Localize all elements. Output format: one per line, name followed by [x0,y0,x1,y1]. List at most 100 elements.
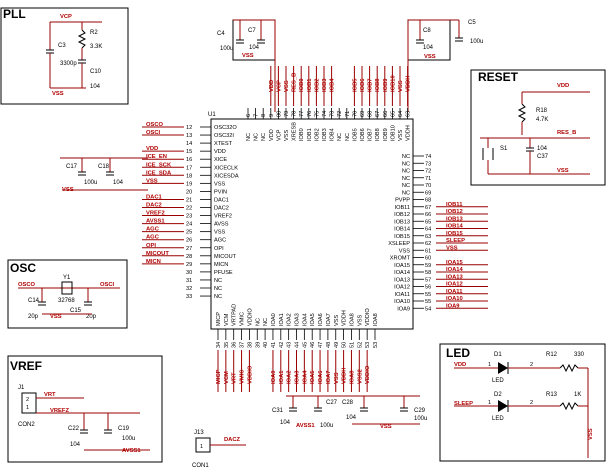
u1-top-pins: 6NC7NC8NC9VDDVDD80VCPVCP79VSSVSS78XRESBR… [246,66,412,141]
u1-left-net-label: ICE_SCK [146,162,172,168]
u1-bottom-pin-name: IOA8 [349,313,355,326]
u1-left-pin-number: 21 [186,197,192,203]
u1-left-pin-name: XICE [214,157,227,163]
u1-top-pin-name: XRESB [292,122,298,141]
u1-top-pin-number: 69 [360,111,366,117]
u1-bottom-pin-name: NC [263,318,269,326]
u1-top-pin-name: VDDH [406,125,412,141]
c8-value: 104 [423,45,434,51]
u1-left-net-label: DAC1 [146,194,163,200]
j1-pin-1: 1 [26,405,29,411]
c18-value: 104 [113,180,124,186]
u1-top-net-label: IOB0 [299,78,305,92]
u1-left-net-label: OSCI [146,130,161,136]
u1-left-pin-number: 26 [186,238,192,244]
u1-top-net-label: IOB10 [390,75,396,92]
u1-bottom-pin-number: 53 [365,342,371,348]
u1-bottom-net-label: VSS2 [357,369,363,384]
j13-ref: J13 [194,430,204,436]
u1-top-pin-name: IOB7 [368,128,374,141]
u1-bottom-pin-number: 38 [247,342,253,348]
u1-left-pin-number: 28 [186,254,192,260]
r13-value: 1K [574,392,581,398]
u1-left-net-label: DAC2 [146,203,162,209]
u1-right-pin-name: IOA14 [394,270,410,276]
u1-left-pin-number: 12 [186,125,192,131]
u1-right-pin-name: NC [402,169,410,175]
u1-left-net-label: MICN [146,259,161,265]
u1-left-pin-name: NC [214,278,222,284]
pll-frame [0,7,129,105]
u1-right-net-label: IOB11 [446,202,463,208]
u1-left-net-label: AVSS1 [146,219,165,225]
led-title: LED [446,346,470,360]
u1-top-pin-name: IOB5 [352,128,358,141]
u1-left-pin-name: VSS [214,181,225,187]
u1-left-pin-name: MICN [214,262,228,268]
u1-top-pin-name: VSS [398,130,404,141]
vref-avss1-net: AVSS1 [122,448,141,454]
u1-bottom-pin-number: 42 [279,342,285,348]
u1-right-pin-name: IOB12 [394,212,410,218]
u1-bottom-pin-name: IOA4 [302,313,308,326]
u1-left-net-label: VREF2 [146,211,165,217]
u1-right-pin-name: IOA11 [395,292,410,298]
bottom-vss-net: VSS [380,424,392,430]
led-frame [439,343,606,462]
leftcaps-vss-net: VSS [62,187,74,193]
c4-ref: C4 [217,31,225,37]
u1-right-pin-number: 70 [425,183,431,189]
u1-bottom-pin-name: NC [255,318,261,326]
u1-right-pin-number: 64 [425,227,431,233]
pll-c3-value: 3300p [60,61,77,67]
u1-right-net-label: IOA13 [446,274,464,280]
u1-right-pin-number: 69 [425,190,431,196]
u1-top-pin-name: VCP [276,129,282,141]
u1-bottom-net-label: IOA3 [295,370,301,384]
u1-top-net-label: IOB1 [307,78,313,92]
u1-right-pin-number: 55 [425,292,431,298]
d1-pin-2: 2 [530,362,533,368]
u1-top-pin-number: 70 [352,111,358,117]
u1-bottom-net-label: VDDH [342,368,348,384]
u1-top-pin-number: 63 [406,111,412,117]
u1-right-pin-number: 63 [425,234,431,240]
u1-top-pin-number: 66 [383,111,389,117]
u1-left-pin-name: NC [214,286,222,292]
led-circuit: VDD D1 LED 1 2 R12 330 SLEEP D2 LED 1 2 … [454,352,594,458]
u1-right-pin-name: IOA12 [394,285,410,291]
reset-vss-net: VSS [557,168,569,174]
j1-ref: J1 [18,385,25,391]
c7-ref: C7 [248,28,256,34]
u1-right-net-label: SLEEP [446,238,465,244]
u1-right-net-label: VSS [446,245,458,251]
c14-ref: C14 [28,298,40,304]
d1-ref: D1 [494,352,502,358]
u1-bottom-pin-number: 50 [342,342,348,348]
u1-top-net-label: IOB8 [375,78,381,92]
r13-ref: R13 [546,392,558,398]
u1-right-pin-name: IOA13 [394,277,410,283]
vref-vref2-net: VREFZ [50,408,69,414]
top-caps: C4 100u C7 104 VSS C8 104 C5 100u VSS [217,19,483,112]
u1-left-pin-number: 24 [186,222,192,228]
u1-top-pin-number: 74 [322,111,328,117]
c19-ref: C19 [118,426,130,432]
u1-top-net-label: VDD [269,80,275,92]
u1-bottom-pin-name: VMIC [240,312,246,326]
c37-ref: C37 [537,154,549,160]
u1-bottom-net-label: VMIC [240,369,246,384]
u1-right-pin-name: IOA15 [394,263,410,269]
led-vss-net: VSS [588,428,594,440]
pll-r2-value: 3.3K [90,44,102,50]
c5-ref: C5 [468,20,476,26]
u1-top-net-label: IOB9 [383,78,389,92]
u1-left-pin-name: OPI [214,246,224,252]
pll-title: PLL [3,7,26,21]
d2-ref: D2 [494,392,502,398]
j1-conn: CON2 [18,422,35,428]
c29-ref: C29 [414,408,426,414]
u1-bottom-pin-number: 37 [240,342,246,348]
